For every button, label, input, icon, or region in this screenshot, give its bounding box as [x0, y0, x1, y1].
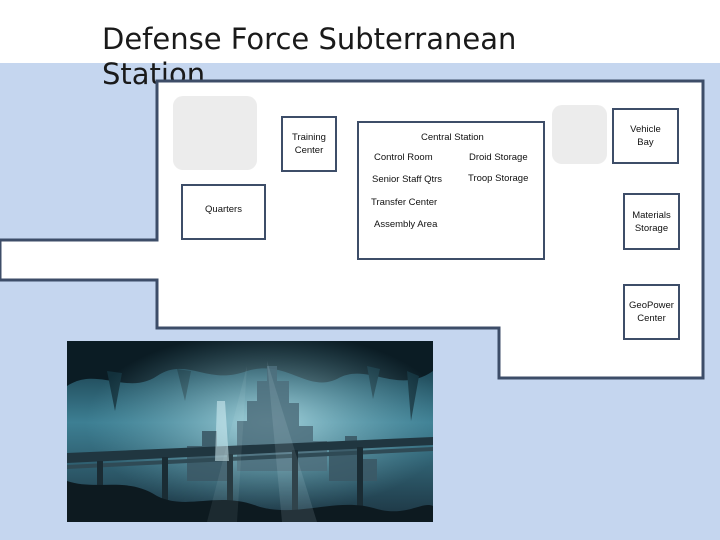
assembly-area-label: Assembly Area: [374, 219, 438, 230]
room-geopower-center[interactable]: GeoPower Center: [623, 284, 680, 340]
droid-storage-label: Droid Storage: [469, 152, 528, 163]
landing-pad-right: [552, 105, 607, 164]
cavern-city-illustration: [67, 341, 433, 522]
transfer-center-label: Transfer Center: [371, 197, 438, 208]
room-materials-storage[interactable]: Materials Storage: [623, 193, 680, 250]
page-title: Defense Force Subterranean Station: [102, 22, 517, 91]
troop-storage-label: Troop Storage: [468, 173, 529, 184]
room-training-center[interactable]: Training Center: [281, 116, 337, 172]
room-vehicle-bay[interactable]: Vehicle Bay: [612, 108, 679, 164]
senior-staff-qtrs-label: Senior Staff Qtrs: [372, 174, 443, 185]
central-station-label: Central Station: [421, 132, 484, 143]
room-central-station[interactable]: Central Station Control Room Droid Stora…: [357, 121, 545, 260]
control-room-label: Control Room: [374, 152, 433, 163]
landing-pad-left: [173, 96, 257, 170]
room-quarters[interactable]: Quarters: [181, 184, 266, 240]
